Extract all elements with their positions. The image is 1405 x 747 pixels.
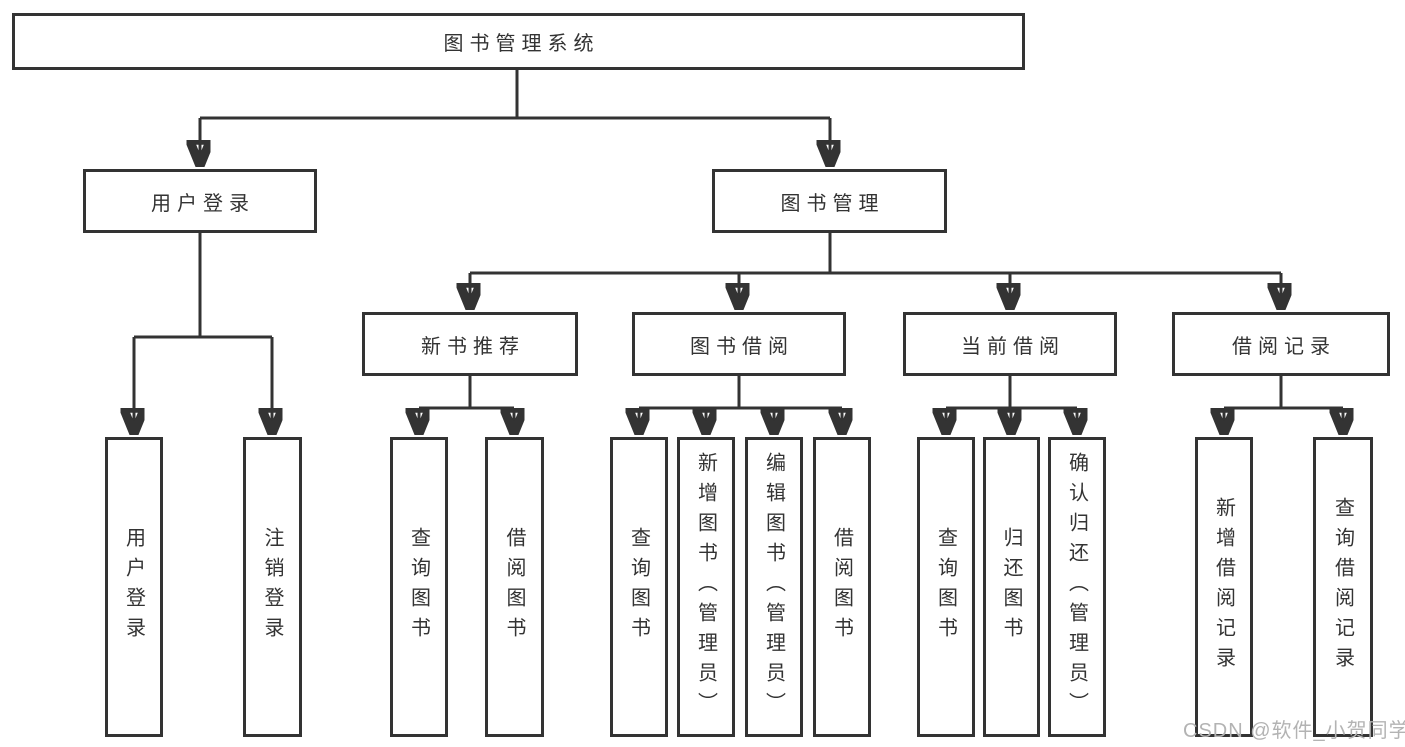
leaf-borrow-add-books-admin-label: 新增图书（管理员）: [694, 452, 717, 722]
leaf-current-return-books: 归还图书: [983, 437, 1040, 737]
node-borrow-records: 借阅记录: [1172, 312, 1390, 376]
node-root-system: 图书管理系统: [12, 13, 1025, 70]
leaf-borrow-borrow-books-label: 借阅图书: [830, 527, 853, 647]
node-root-label: 图书管理系统: [443, 33, 600, 55]
node-user-login: 用户登录: [83, 169, 317, 233]
csdn-watermark: CSDN @软件_小贺同学: [1183, 720, 1405, 742]
leaf-user-login: 用户登录: [105, 437, 163, 737]
node-new-book-recommend: 新书推荐: [362, 312, 578, 376]
leaf-borrow-add-books-admin: 新增图书（管理员）: [677, 437, 735, 737]
node-new-book-recommend-label: 新书推荐: [421, 335, 525, 358]
node-current-borrow-label: 当前借阅: [961, 335, 1065, 358]
leaf-borrow-edit-books-admin: 编辑图书（管理员）: [745, 437, 803, 737]
node-user-login-label: 用户登录: [151, 192, 255, 215]
node-book-management: 图书管理: [712, 169, 947, 233]
leaf-records-add-record-label: 新增借阅记录: [1212, 497, 1235, 677]
leaf-records-query-record-label: 查询借阅记录: [1331, 497, 1354, 677]
node-book-borrow-label: 图书借阅: [690, 335, 794, 358]
node-book-borrow: 图书借阅: [632, 312, 846, 376]
leaf-borrow-borrow-books: 借阅图书: [813, 437, 871, 737]
leaf-current-return-books-label: 归还图书: [1000, 527, 1022, 647]
leaf-records-add-record: 新增借阅记录: [1195, 437, 1253, 737]
leaf-records-query-record: 查询借阅记录: [1313, 437, 1373, 737]
leaf-user-login-label: 用户登录: [122, 527, 145, 647]
leaf-logout-label: 注销登录: [261, 527, 283, 647]
leaf-current-confirm-return-admin: 确认归还（管理员）: [1048, 437, 1106, 737]
node-book-management-label: 图书管理: [780, 192, 885, 215]
leaf-current-query-books: 查询图书: [917, 437, 975, 737]
leaf-newbook-borrow-books-label: 借阅图书: [503, 527, 525, 647]
leaf-newbook-query-books: 查询图书: [390, 437, 448, 737]
leaf-current-confirm-return-admin-label: 确认归还（管理员）: [1065, 452, 1088, 722]
leaf-borrow-edit-books-admin-label: 编辑图书（管理员）: [762, 452, 785, 722]
leaf-borrow-query-books: 查询图书: [610, 437, 668, 737]
leaf-current-query-books-label: 查询图书: [934, 527, 957, 647]
leaf-newbook-borrow-books: 借阅图书: [485, 437, 544, 737]
node-current-borrow: 当前借阅: [903, 312, 1117, 376]
leaf-newbook-query-books-label: 查询图书: [407, 527, 430, 647]
leaf-borrow-query-books-label: 查询图书: [627, 527, 650, 647]
leaf-logout: 注销登录: [243, 437, 302, 737]
node-borrow-records-label: 借阅记录: [1232, 335, 1336, 358]
